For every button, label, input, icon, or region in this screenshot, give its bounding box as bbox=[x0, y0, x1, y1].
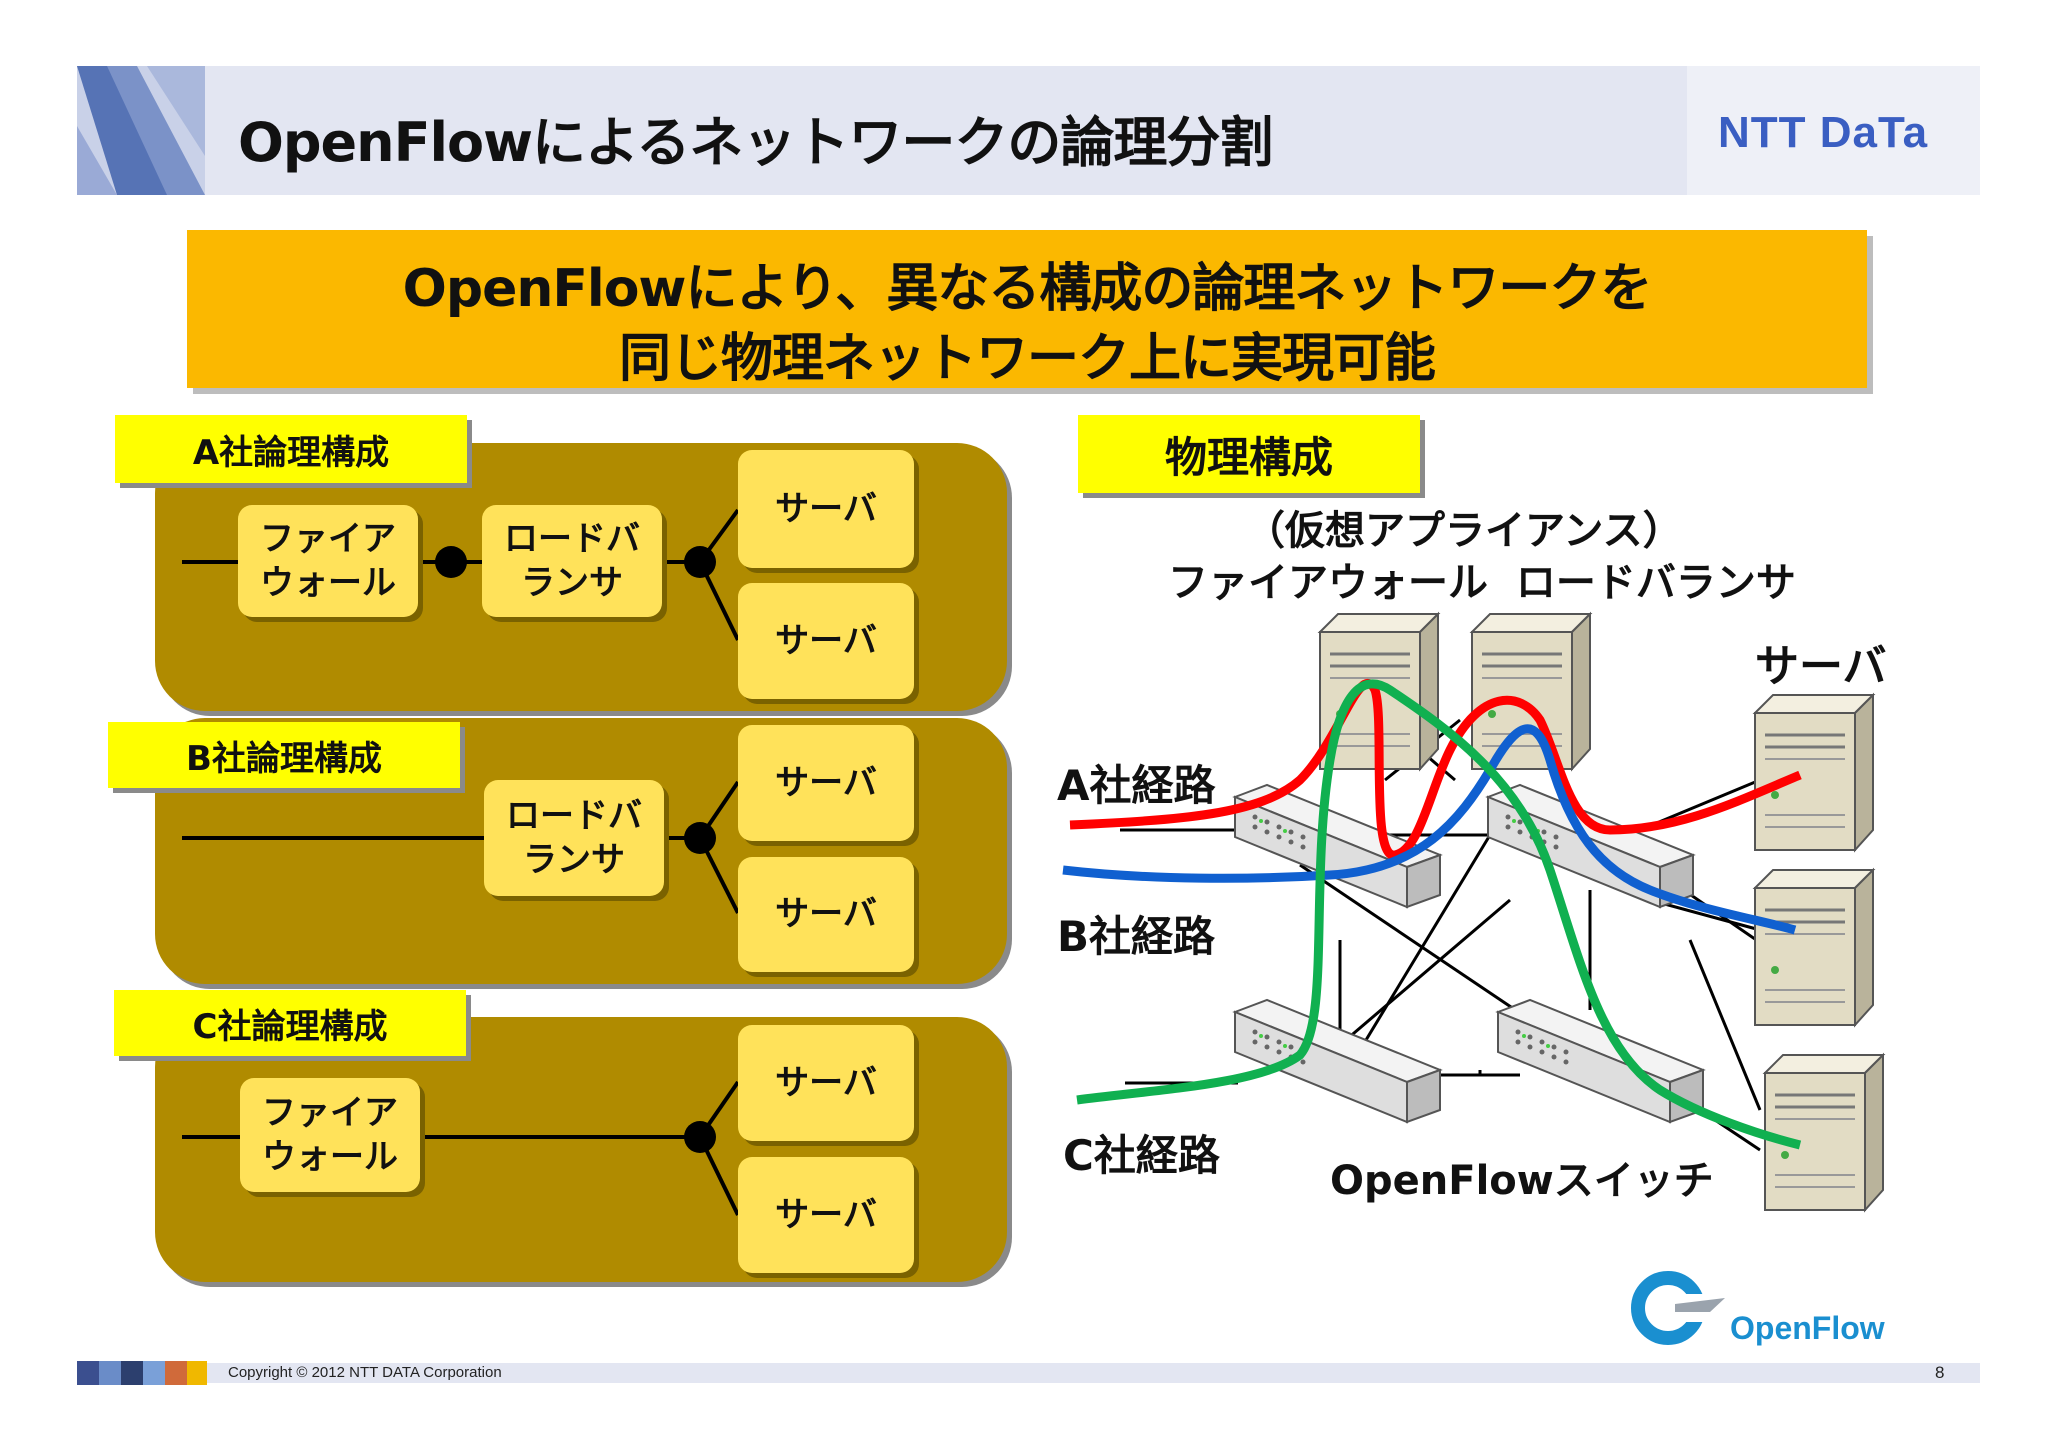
virtual-appliance-label: （仮想アプライアンス） bbox=[1245, 508, 1683, 554]
company-c-tag: C社論理構成 bbox=[114, 990, 466, 1056]
physical-tag: 物理構成 bbox=[1078, 415, 1420, 493]
page-title: OpenFlowによるネットワークの論理分割 bbox=[238, 111, 1273, 174]
openflow-switch-label: OpenFlowスイッチ bbox=[1330, 1158, 1714, 1204]
company-c-server-box-1: サーバ bbox=[738, 1025, 914, 1141]
company-a-server-box-1: サーバ bbox=[738, 450, 914, 568]
headline-line-2: 同じ物理ネットワーク上に実現可能 bbox=[618, 329, 1436, 389]
footer-color-strip bbox=[77, 1361, 207, 1385]
route-a-label: A社経路 bbox=[1057, 761, 1216, 810]
route-c-label: C社経路 bbox=[1063, 1131, 1220, 1180]
route-b-label: B社経路 bbox=[1057, 912, 1216, 961]
logo-area bbox=[1687, 66, 1980, 195]
header-bar bbox=[77, 66, 1980, 195]
physical-network-diagram bbox=[1062, 612, 1885, 1212]
company-a-server-box-2: サーバ bbox=[738, 583, 914, 699]
company-c-server-box-2: サーバ bbox=[738, 1157, 914, 1273]
appliance-label: ファイアウォール ロードバランサ bbox=[1168, 560, 1796, 606]
route-c-path bbox=[1076, 679, 1802, 1150]
openflow-logo-icon bbox=[1631, 1271, 1725, 1345]
footer-bar bbox=[77, 1363, 1980, 1383]
logical-connectors bbox=[182, 508, 740, 1216]
company-b-tag: B社論理構成 bbox=[108, 722, 460, 788]
route-a-path bbox=[1069, 678, 1802, 860]
headline-line-1: OpenFlowにより、異なる構成の論理ネットワークを bbox=[402, 259, 1653, 319]
ntt-data-logo: NTT DaTa bbox=[1718, 108, 1929, 157]
headline-banner bbox=[187, 230, 1867, 388]
company-a-firewall-box: ファイア ウォール bbox=[238, 505, 418, 617]
company-c-firewall-box: ファイア ウォール bbox=[240, 1078, 420, 1192]
company-a-tag: A社論理構成 bbox=[115, 415, 467, 483]
server-label: サーバ bbox=[1755, 641, 1887, 692]
company-b-loadbalancer-box: ロードバ ランサ bbox=[484, 780, 664, 896]
header-decoration bbox=[77, 66, 205, 195]
copyright-text: Copyright © 2012 NTT DATA Corporation bbox=[228, 1364, 502, 1381]
company-b-server-box-2: サーバ bbox=[738, 857, 914, 972]
page-number: 8 bbox=[1935, 1363, 1945, 1382]
openflow-logo-text: OpenFlow bbox=[1730, 1310, 1885, 1346]
company-a-loadbalancer-box: ロードバ ランサ bbox=[482, 505, 662, 617]
route-b-path bbox=[1062, 724, 1797, 935]
company-b-server-box-1: サーバ bbox=[738, 725, 914, 841]
